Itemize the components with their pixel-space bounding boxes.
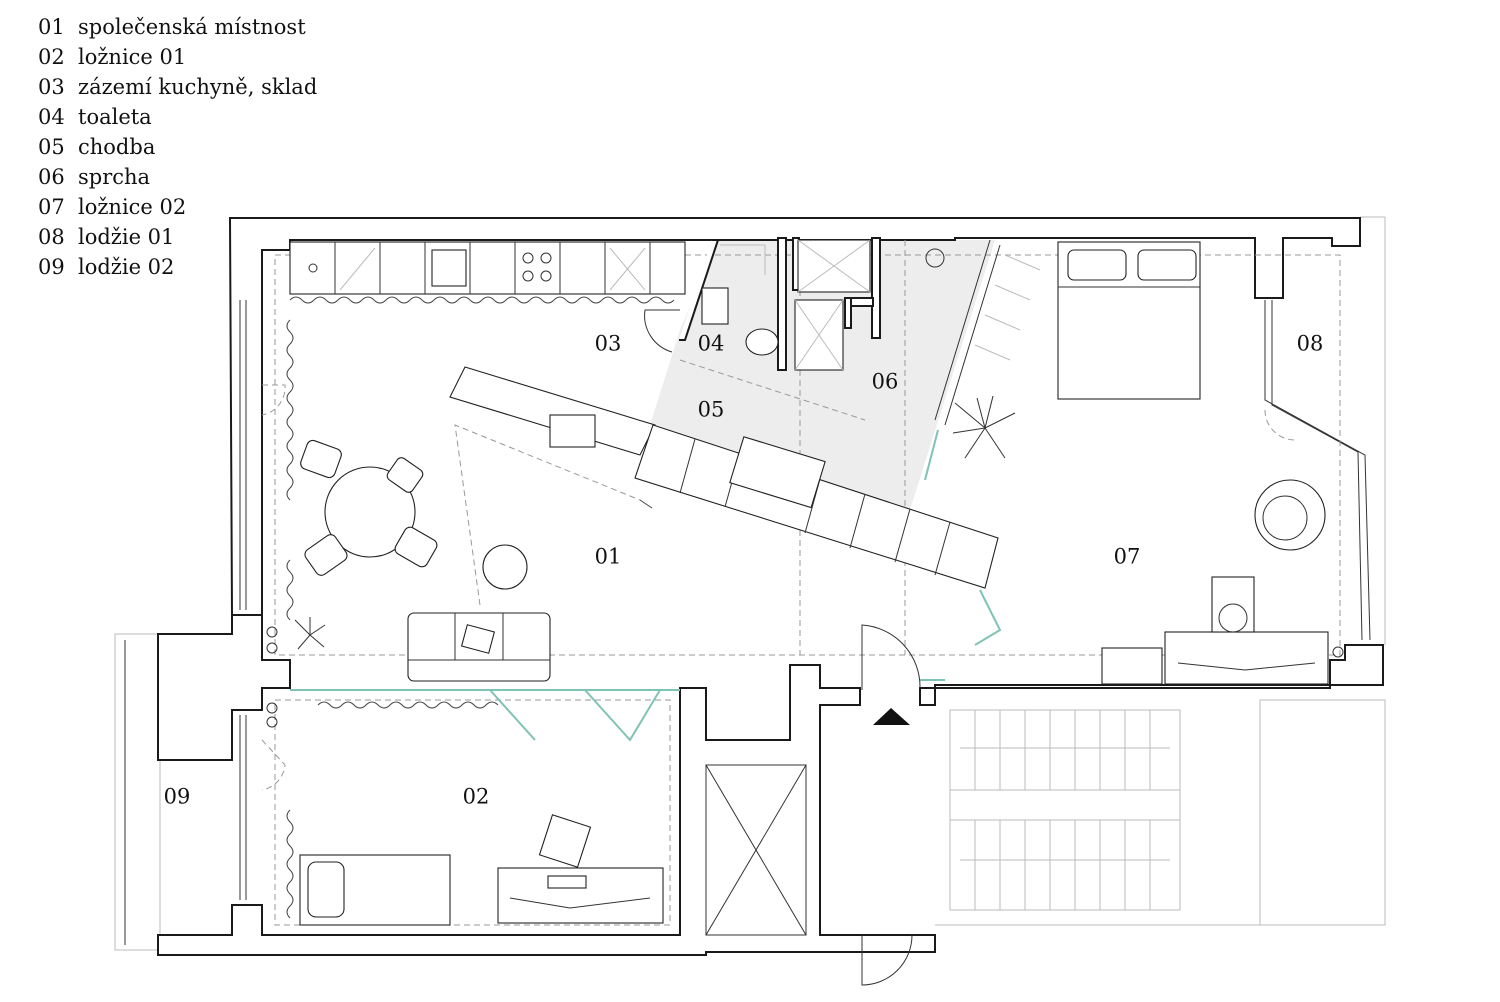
entrance-arrow-icon [873,708,910,725]
room-label-04: 04 [698,332,725,356]
room-label-02: 02 [463,785,490,809]
room-labels: 01 02 03 04 05 06 07 08 09 [164,332,1324,809]
curtains [286,296,675,919]
windows [124,300,1371,945]
service-area-fill [650,240,995,510]
storage-cabinets [634,424,999,589]
inner-walls [679,237,945,421]
room-label-07: 07 [1114,545,1141,569]
radiators [266,626,1344,728]
room-label-06: 06 [872,370,899,394]
bed-01 [299,854,451,926]
desk-01 [497,814,664,924]
room-label-08: 08 [1297,332,1324,356]
doors [261,309,1296,986]
exterior-walls [157,217,1384,956]
room-label-01: 01 [595,545,622,569]
desk-02 [1101,576,1329,685]
sofa [407,612,551,682]
dining-set [300,439,528,590]
glass-partitions [290,429,1002,742]
wardrobe-rail [934,239,1041,426]
bed-02 [1057,241,1201,400]
kitchen-island [449,366,656,456]
plant-icon [294,617,326,650]
staircase [949,709,1181,911]
room-label-03: 03 [595,332,622,356]
armchair-02 [1254,479,1326,551]
room-label-05: 05 [698,398,725,422]
context-outline [114,216,1386,951]
plant-icon [952,395,1016,459]
kitchen-counter [289,241,686,295]
room-label-09: 09 [164,785,191,809]
